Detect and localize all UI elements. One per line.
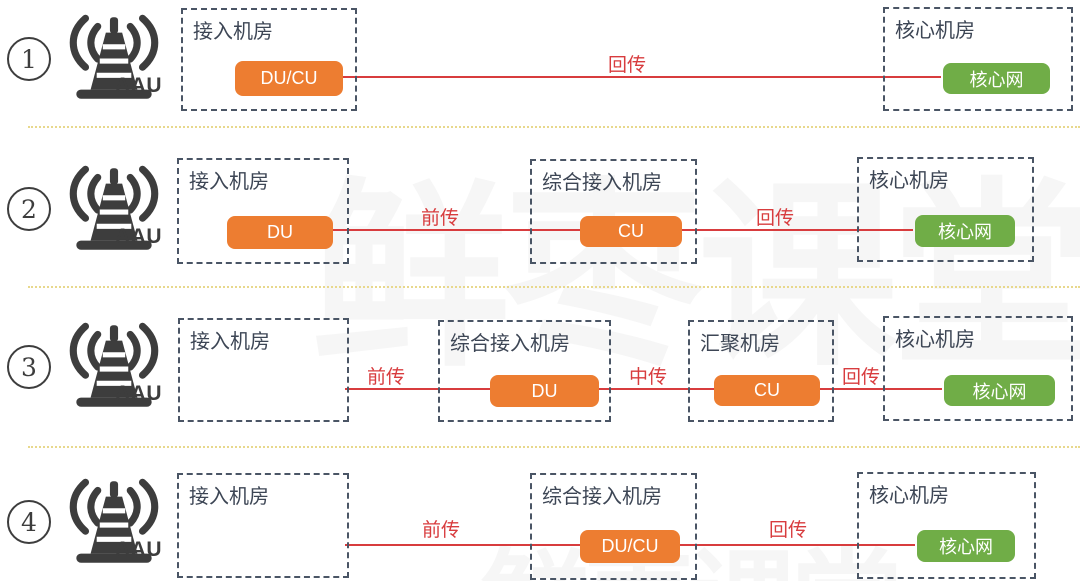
room-access: 接入机房 DU xyxy=(177,158,349,264)
room-core: 核心机房 核心网 xyxy=(857,157,1034,262)
room-core: 核心机房 核心网 xyxy=(883,316,1073,421)
node-core-network: 核心网 xyxy=(915,215,1015,247)
room-label: 核心机房 xyxy=(895,20,975,42)
scenario-number: 4 xyxy=(7,500,51,544)
link-label-backhaul: 回传 xyxy=(768,520,807,541)
link-line xyxy=(345,388,942,390)
room-label: 核心机房 xyxy=(869,170,949,192)
room-label: 核心机房 xyxy=(869,485,949,507)
aau-label: AAU xyxy=(115,382,162,405)
node-cu: CU xyxy=(714,375,820,406)
scenario-number: 3 xyxy=(7,345,51,389)
row-divider xyxy=(28,286,1080,288)
node-du: DU xyxy=(490,375,599,407)
aau-label: AAU xyxy=(115,225,162,248)
room-integrated-access: 综合接入机房 DU/CU xyxy=(530,473,697,580)
node-du-cu: DU/CU xyxy=(580,530,680,563)
room-core: 核心机房 核心网 xyxy=(857,472,1036,579)
room-label: 核心机房 xyxy=(895,329,975,351)
room-integrated-access: 综合接入机房 DU xyxy=(438,320,611,422)
room-label: 汇聚机房 xyxy=(700,333,780,355)
room-access: 接入机房 xyxy=(177,473,349,578)
room-core: 核心机房 核心网 xyxy=(883,7,1073,111)
room-label: 接入机房 xyxy=(190,331,270,353)
scenario-number: 1 xyxy=(7,37,51,81)
row-divider xyxy=(28,446,1080,448)
room-label: 接入机房 xyxy=(189,486,269,508)
row-divider xyxy=(28,126,1080,128)
aau-label: AAU xyxy=(115,538,162,561)
scenario-number: 2 xyxy=(7,187,51,231)
room-integrated-access: 综合接入机房 CU xyxy=(530,159,697,264)
link-label-backhaul: 回传 xyxy=(755,208,794,229)
room-label: 接入机房 xyxy=(189,171,269,193)
room-label: 综合接入机房 xyxy=(450,333,570,355)
link-label-midhaul: 中传 xyxy=(628,367,667,388)
node-core-network: 核心网 xyxy=(917,530,1015,562)
backhaul-link-line xyxy=(341,76,941,78)
link-label-fronthaul: 前传 xyxy=(420,208,459,229)
aau-antenna-icon: AAU xyxy=(58,470,170,572)
room-access: 接入机房 xyxy=(178,318,349,422)
link-label-fronthaul: 前传 xyxy=(366,367,405,388)
node-du: DU xyxy=(227,216,333,249)
link-label-backhaul: 回传 xyxy=(841,367,880,388)
room-aggregation: 汇聚机房 CU xyxy=(688,320,834,422)
node-du-cu: DU/CU xyxy=(235,61,343,96)
node-core-network: 核心网 xyxy=(944,375,1055,406)
aau-label: AAU xyxy=(115,74,162,97)
room-label: 接入机房 xyxy=(193,21,273,43)
node-cu: CU xyxy=(580,216,682,247)
room-access: 接入机房 DU/CU xyxy=(181,8,357,111)
aau-antenna-icon: AAU xyxy=(58,157,170,259)
node-core-network: 核心网 xyxy=(943,63,1050,94)
aau-antenna-icon: AAU xyxy=(58,314,170,416)
room-label: 综合接入机房 xyxy=(542,172,662,194)
link-label-backhaul: 回传 xyxy=(607,55,646,76)
room-label: 综合接入机房 xyxy=(542,486,662,508)
aau-antenna-icon: AAU xyxy=(58,6,170,108)
link-label-fronthaul: 前传 xyxy=(421,520,460,541)
